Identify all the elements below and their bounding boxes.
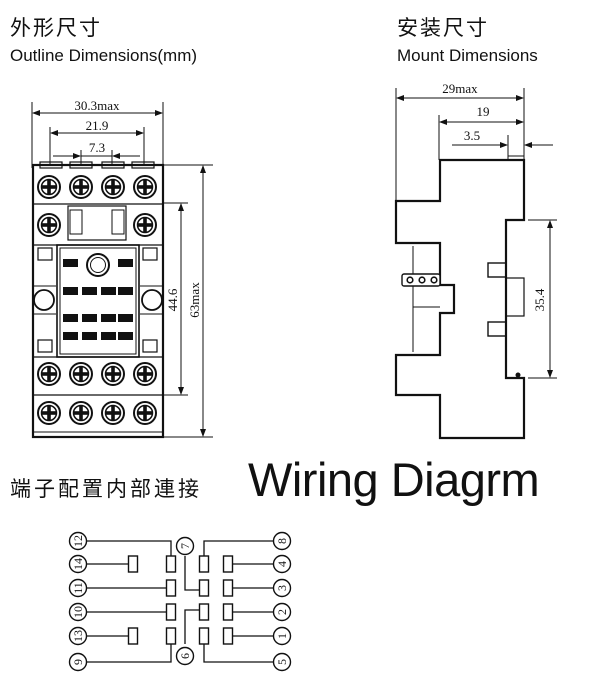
contact [222,579,234,597]
contact [165,555,177,573]
terminal-label: 10 [71,606,85,618]
terminal-label: 7 [178,543,192,549]
dim-rail-offset: 3.5 [464,128,480,143]
outline-drawing: 30.3max 21.9 7.3 [31,98,213,439]
terminal-label: 1 [275,633,289,639]
terminal-circle [68,602,88,622]
dim-overall-height: 63max [187,282,202,318]
wiring-title-en: Wiring Diagrm [248,453,540,506]
contact [165,603,177,621]
contact [165,579,177,597]
wiring-title-cn: 端子配置内部連接 [10,477,202,501]
terminal-circle [272,626,292,646]
dim-pitch-inner: 7.3 [89,140,105,155]
terminal-circle [272,554,292,574]
terminal-circle [272,531,292,551]
terminal-circle [68,554,88,574]
terminal-circle [175,646,195,666]
contact [222,603,234,621]
terminal-circle [68,531,88,551]
terminal-circle [175,536,195,556]
terminal-circle [68,626,88,646]
dim-overall-depth: 29max [442,81,478,96]
contact [165,627,177,645]
terminal-label: 2 [275,609,289,615]
mount-title-cn: 安装尺寸 [397,16,489,40]
terminal-circle [272,602,292,622]
contact [198,579,210,597]
contact [198,555,210,573]
mount-title-en: Mount Dimensions [397,46,538,65]
outline-title-cn: 外形尺寸 [10,16,102,40]
terminal-circle [68,652,88,672]
outline-title-en: Outline Dimensions(mm) [10,46,198,65]
contact [198,627,210,645]
dim-rail-height: 35.4 [532,288,547,311]
contact [127,555,139,573]
contact [222,555,234,573]
wire [203,540,274,556]
contact [198,603,210,621]
wiring-diagram: 12 14 11 10 13 9 7 6 8 4 3 2 1 5 [68,531,292,672]
wire [184,556,200,591]
dim-pitch-outer: 21.9 [86,118,109,133]
terminal-circle [272,652,292,672]
dim-step: 19 [477,104,490,119]
terminal-label: 6 [178,653,192,659]
terminal-label: 3 [275,585,289,591]
wire [203,644,274,663]
terminal-label: 8 [275,538,289,544]
terminal-label: 11 [71,582,85,594]
wire [184,609,200,644]
terminal-circle [272,578,292,598]
dim-overall-width: 30.3max [74,98,120,113]
terminal-label: 13 [71,630,85,642]
mount-drawing: 29max 19 3.5 35.4 [394,81,557,440]
terminal-label: 14 [71,558,85,570]
wire [86,540,172,556]
terminal-label: 12 [71,535,85,547]
contact [222,627,234,645]
terminal-label: 9 [71,659,85,665]
terminal-label: 4 [275,561,289,567]
wire [86,644,172,663]
terminal-label: 5 [275,659,289,665]
terminal-circle [68,578,88,598]
contact [127,627,139,645]
dim-inner-height: 44.6 [165,288,180,311]
